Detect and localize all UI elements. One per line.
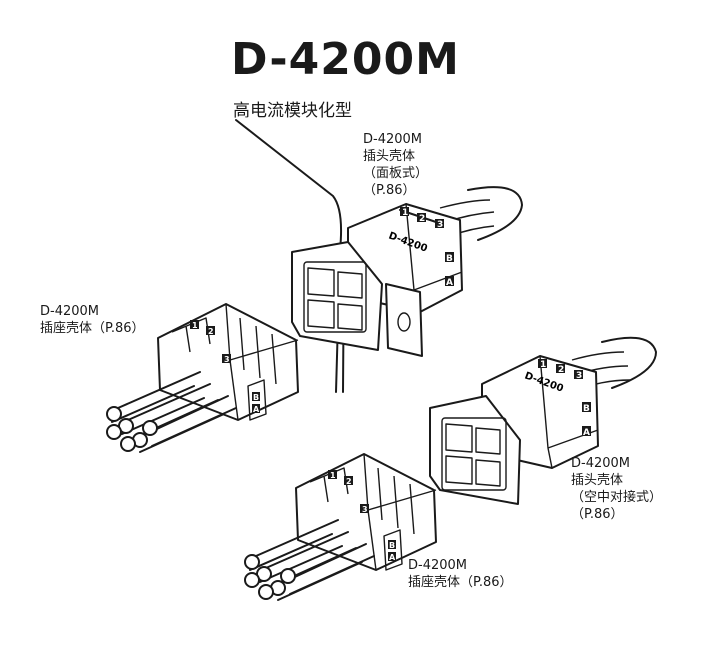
receptacle-bottom-pin-2: 2 <box>346 477 352 486</box>
page-title: D-4200M <box>231 34 460 85</box>
air-plug-cable <box>601 336 657 389</box>
air-plug-pin-labels: 1 2 3 B A <box>538 359 591 438</box>
label-panel-plug-housing: D-4200M 插头壳体 （面板式） （P.86） <box>363 132 429 198</box>
receptacle-left-pin-3: 3 <box>224 355 230 364</box>
receptacle-bottom-row-b: B <box>389 541 395 550</box>
svg-text:1: 1 <box>402 208 408 218</box>
receptacle-left-row-b: B <box>253 393 259 402</box>
receptacle-left-cables <box>111 371 237 453</box>
receptacle-housing-bottom: 1 2 3 B A <box>244 453 437 601</box>
svg-text:A: A <box>446 278 453 288</box>
svg-text:B: B <box>583 404 590 414</box>
panel-plug-flange <box>385 283 423 357</box>
receptacle-bottom-pin-3: 3 <box>362 505 368 514</box>
air-plug-housing <box>429 336 657 505</box>
receptacle-housing-left: 1 2 3 B A <box>106 303 299 453</box>
svg-text:3: 3 <box>576 371 582 381</box>
receptacle-bottom-pin-1: 1 <box>330 471 336 480</box>
receptacle-bottom-row-a: A <box>389 553 396 562</box>
svg-text:2: 2 <box>558 365 564 375</box>
panel-plug-housing <box>291 186 523 357</box>
svg-text:B: B <box>446 254 453 264</box>
air-plug-face <box>429 395 521 505</box>
receptacle-left-pin-2: 2 <box>208 327 214 336</box>
receptacle-left-row-a: A <box>253 405 260 414</box>
panel-plug-cable <box>467 186 523 241</box>
page-subtitle: 高电流模块化型 <box>233 101 352 121</box>
label-receptacle-left: D-4200M 插座壳体（P.86） <box>40 304 145 336</box>
label-air-plug-housing: D-4200M 插头壳体 （空中对接式） （P.86） <box>571 456 663 522</box>
panel-plug-pin-labels: 1 2 3 B A <box>400 207 454 288</box>
receptacle-bottom-cables <box>249 519 375 601</box>
svg-text:2: 2 <box>419 214 425 224</box>
svg-text:1: 1 <box>540 360 546 370</box>
label-receptacle-bottom: D-4200M 插座壳体（P.86） <box>408 558 513 590</box>
receptacle-left-pin-1: 1 <box>192 321 198 330</box>
svg-text:A: A <box>583 428 590 438</box>
svg-text:3: 3 <box>437 220 443 230</box>
